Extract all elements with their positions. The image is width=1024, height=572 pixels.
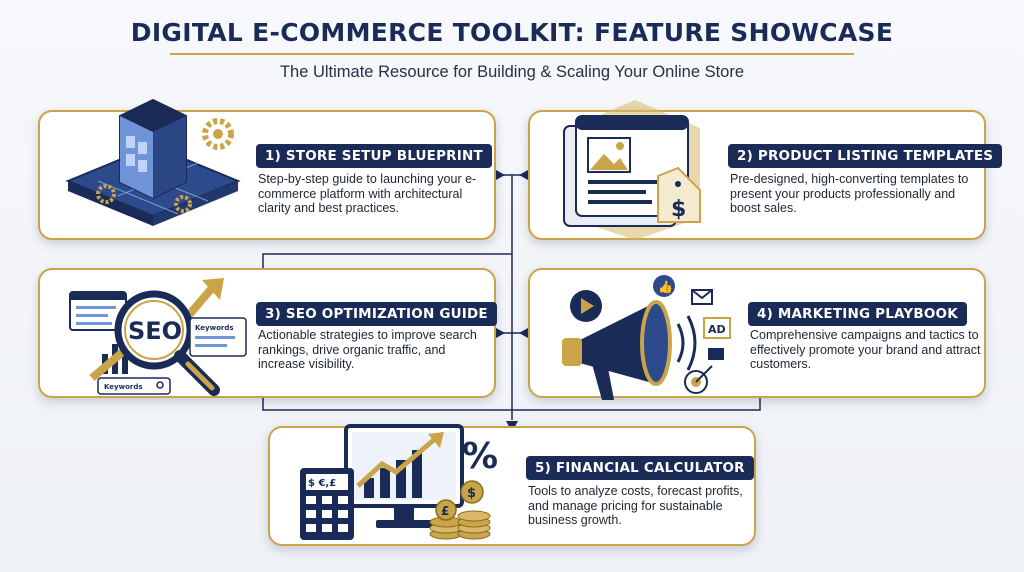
page-subtitle: The Ultimate Resource for Building & Sca… <box>279 63 745 81</box>
feature-card-financial-calculator: $ €,£ % $ £ 5) FINANCIAL CALCULATOR Tool… <box>268 424 756 546</box>
feature-description: Comprehensive campaigns and tactics to e… <box>750 328 981 371</box>
product-template-price-tag-icon: $ <box>563 100 701 240</box>
svg-text:SEO: SEO <box>128 317 182 345</box>
feature-description: Step-by-step guide to launching your e-c… <box>258 172 477 215</box>
seo-magnifier-growth-arrow-icon: SEO Keywords Keywords <box>69 278 247 396</box>
feature-label: 4) MARKETING PLAYBOOK <box>748 302 967 326</box>
thumbs-up-icon: 👍 <box>658 280 673 294</box>
building-blueprint-gear-icon <box>65 98 241 226</box>
feature-label: 1) STORE SETUP BLUEPRINT <box>256 144 492 168</box>
svg-text:AD: AD <box>708 323 726 336</box>
feature-card-store-setup: 1) STORE SETUP BLUEPRINT Step-by-step gu… <box>38 98 496 240</box>
svg-text:$: $ <box>671 197 686 222</box>
arrow-left-icon <box>519 170 528 180</box>
dollar-coin-icon: $ <box>467 486 476 501</box>
feature-card-product-listing: $ 2) PRODUCT LISTING TEMPLATES Pre-desig… <box>528 100 1003 240</box>
svg-text:Keywords: Keywords <box>104 383 143 391</box>
arrow-left-icon <box>519 328 528 338</box>
feature-label: 2) PRODUCT LISTING TEMPLATES <box>728 144 1003 168</box>
feature-description: Actionable strategies to improve search … <box>258 328 477 371</box>
calculator-chart-coins-icon: $ €,£ % $ £ <box>300 424 498 540</box>
feature-label: 3) SEO OPTIMIZATION GUIDE <box>256 302 497 326</box>
feature-label: 5) FINANCIAL CALCULATOR <box>526 456 754 480</box>
feature-card-marketing-playbook: 👍 AD 4) MARKETING PLAYBOOK Comprehensive… <box>528 268 986 400</box>
svg-text:Keywords: Keywords <box>195 324 234 332</box>
arrow-right-icon <box>496 328 505 338</box>
feature-description: Pre-designed, high-converting templates … <box>730 172 969 215</box>
title-underline <box>170 53 854 55</box>
feature-description: Tools to analyze costs, forecast profits… <box>528 484 743 527</box>
pound-coin-icon: £ <box>441 504 449 518</box>
arrow-right-icon <box>496 170 505 180</box>
feature-card-seo-guide: SEO Keywords Keywords 3) SEO OPTIMIZATIO… <box>38 268 497 398</box>
page-title: DIGITAL E-COMMERCE TOOLKIT: FEATURE SHOW… <box>130 18 894 47</box>
megaphone-social-icon: 👍 AD <box>562 275 731 400</box>
svg-text:%: % <box>462 436 498 477</box>
svg-text:$ €,£: $ €,£ <box>308 478 336 489</box>
